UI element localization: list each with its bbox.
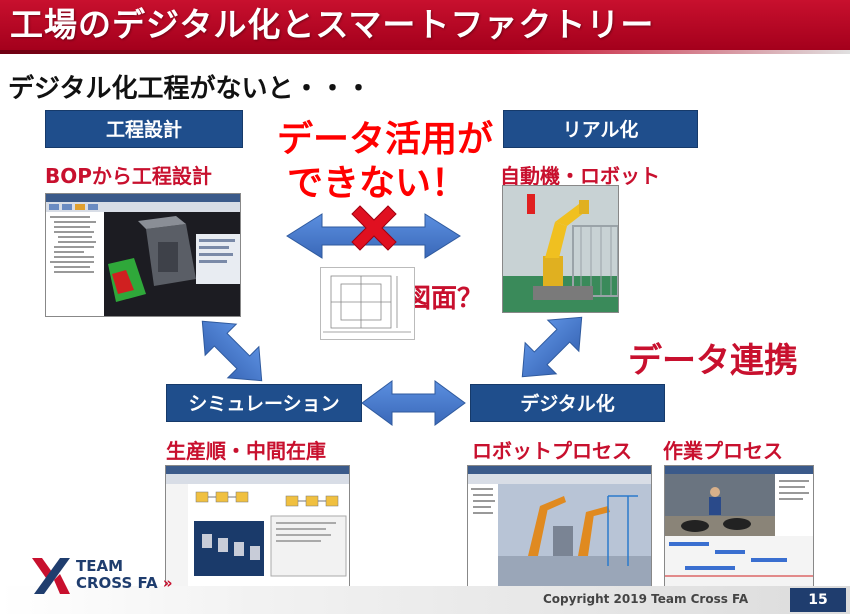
logo-arrows: »: [162, 574, 173, 592]
robot-photo: [502, 185, 619, 313]
logo-line1: TEAM: [76, 557, 124, 575]
double-arrow-icon: [361, 380, 466, 426]
logo-line2-wrap: CROSS FA »: [76, 575, 173, 592]
label-work-process: 作業プロセス: [663, 439, 783, 463]
slide-title: 工場のデジタル化とスマートファクトリー: [10, 5, 655, 44]
label-bop: BOPから工程設計: [45, 164, 212, 188]
label-robot-process: ロボットプロセス: [472, 439, 632, 463]
robot-process-screenshot: [467, 465, 652, 589]
copyright: Copyright 2019 Team Cross FA: [543, 592, 749, 606]
box-digital: デジタル化: [470, 384, 665, 422]
footer-band: [0, 586, 850, 614]
label-data-link: データ連携: [628, 341, 798, 381]
box-simulation: シミュレーション: [166, 384, 362, 422]
simulation-screenshot: [165, 465, 350, 590]
cross-mark-icon: [351, 205, 397, 251]
subtitle: デジタル化工程がないと・・・: [8, 74, 372, 104]
logo-line2: CROSS FA: [76, 574, 158, 592]
page-number: 15: [790, 588, 846, 612]
box-process-design: 工程設計: [45, 110, 243, 148]
double-arrow-icon: [201, 320, 263, 382]
box-real: リアル化: [503, 110, 698, 148]
warning-line2: できない！: [286, 163, 467, 204]
logo-text: TEAM CROSS FA »: [76, 558, 173, 592]
work-process-screenshot: [664, 465, 814, 587]
label-robot-machine: 自動機・ロボット: [500, 164, 660, 188]
label-drawing: 図面？: [405, 284, 484, 314]
logo-x-icon: [32, 558, 70, 594]
warning-line1: データ活用が: [277, 119, 494, 160]
double-arrow-icon: [521, 316, 583, 378]
drawing-image: [320, 267, 415, 340]
label-production: 生産順・中間在庫: [166, 439, 326, 463]
title-bar: 工場のデジタル化とスマートファクトリー: [0, 0, 850, 54]
process-design-screenshot: [45, 193, 241, 317]
